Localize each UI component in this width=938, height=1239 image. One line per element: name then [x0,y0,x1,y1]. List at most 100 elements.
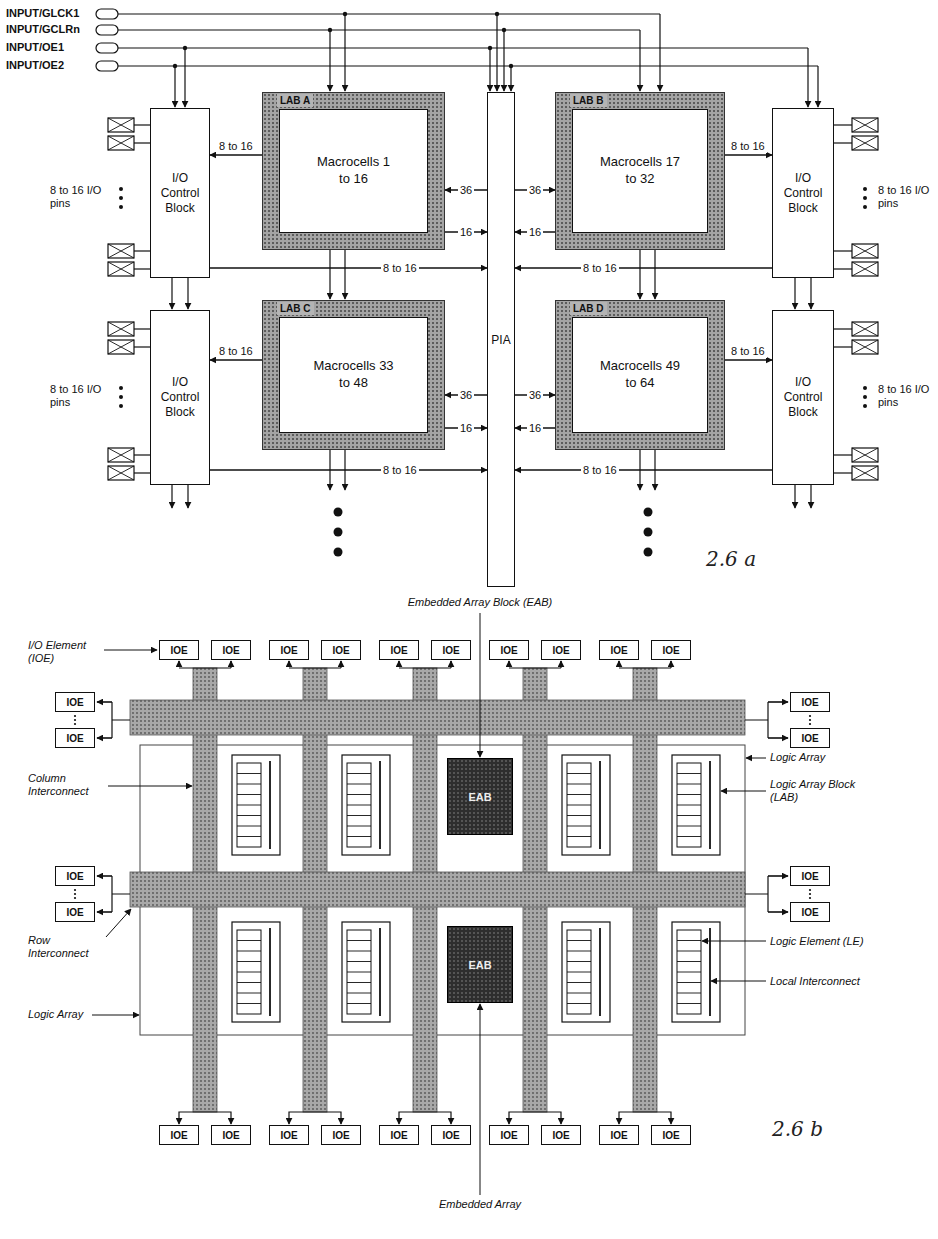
more-ioe-dot [74,889,76,891]
pin-count: 8 to 16 I/O pins [878,383,930,409]
io-element: IOE [55,728,95,748]
logic-element-stack [237,930,261,1014]
box-text: I/O Control Block [775,375,831,420]
logic-element-divider [677,805,701,806]
io-pin-symbol [108,244,134,258]
local-interconnect [379,761,381,849]
box-text: I/O Control Block [153,375,207,420]
logic-element-divider [237,815,261,816]
pin-wire [834,346,852,347]
logic-element-divider [677,940,701,941]
bus-width: 8 to 16 [581,464,619,477]
io-pin-cross [108,118,134,132]
ioe-link [508,1118,509,1124]
io-element: IOE [55,866,95,886]
ioe-link [745,702,768,738]
continuation-dot [644,548,653,557]
junction-dot [173,64,177,68]
macrocell-area: Macrocells 1 to 16 [279,109,428,233]
io-element: IOE [790,866,830,886]
box-text: Macrocells 17 to 32 [598,154,682,188]
junction-dot [502,28,506,32]
io-pin-cross [108,448,134,462]
local-interconnect [269,928,271,1016]
programmable-interconnect-array: PIA [487,92,515,587]
logic-element-divider [237,940,261,941]
io-pin-symbol [852,448,878,462]
ioe-link [399,661,451,668]
downward-signal [187,278,188,309]
bus-width: 16 [458,226,474,239]
logic-array-block: Macrocells 49 to 64LAB D [555,300,725,450]
global-signal-drop [174,66,175,107]
bus-width: 36 [458,184,474,197]
callout-label: Logic Array [28,1008,83,1021]
downward-signal [639,250,640,299]
more-pins-dot [863,404,867,408]
io-element: IOE [269,640,309,660]
leader-line [480,613,481,757]
io-pin-symbol [852,244,878,258]
box-text: IOE [442,1130,459,1141]
io-element: IOE [211,640,251,660]
more-pins-dot [119,395,123,399]
logic-array-block [342,755,390,855]
logic-element-divider [677,951,701,952]
leader-line [480,1004,481,1195]
more-ioe-dot [809,893,811,895]
ioe-link [768,875,788,876]
bus-connector [210,267,487,268]
pin-wire [134,124,150,125]
logic-element-divider [677,961,701,962]
logic-element-stack [677,763,701,847]
box-text: IOE [552,1130,569,1141]
ioe-link [230,1118,231,1124]
ioe-link [768,701,788,702]
bus-width: 36 [458,389,474,402]
logic-element-divider [567,836,591,837]
logic-element-divider [567,794,591,795]
global-signal-drop [503,30,504,91]
ioe-link [508,661,509,667]
io-pin-symbol [108,340,134,354]
io-element: IOE [211,1125,251,1145]
io-pin-cross [108,322,134,336]
io-element: IOE [321,1125,361,1145]
downward-signal [794,278,795,309]
more-pins-dot [863,386,867,390]
bus-width: 16 [527,422,543,435]
ioe-link [509,1112,561,1118]
logic-element-stack [237,763,261,847]
logic-array-block: Macrocells 33 to 48LAB C [262,300,445,450]
leader-line [721,791,766,792]
junction-dot [509,64,513,68]
box-text: EAB [468,959,491,971]
logic-element-divider [567,1003,591,1004]
io-control-block: I/O Control Block [772,310,834,485]
downward-signal [344,250,345,299]
bus-width: 8 to 16 [381,262,419,275]
io-element: IOE [489,640,529,660]
logic-element-divider [567,784,591,785]
io-pin-cross [852,136,878,150]
ioe-link [509,661,561,668]
box-text: IOE [280,645,297,656]
io-pin-cross [852,466,878,480]
local-interconnect [379,928,381,1016]
io-element: IOE [651,640,691,660]
io-element: IOE [321,640,361,660]
callout-label: Embedded Array Block (EAB) [380,596,580,609]
logic-element-divider [237,982,261,983]
io-pin-cross [108,118,134,132]
io-pin-cross [852,244,878,258]
logic-array-block [672,922,720,1022]
local-interconnect [269,761,271,849]
global-signal-wire [118,13,660,14]
logic-element-divider [567,972,591,973]
pin-wire [134,268,150,269]
io-element: IOE [541,640,581,660]
logic-array-block [232,922,280,1022]
io-pin-cross [852,262,878,276]
logic-element-stack [567,763,591,847]
box-text: IOE [442,645,459,656]
